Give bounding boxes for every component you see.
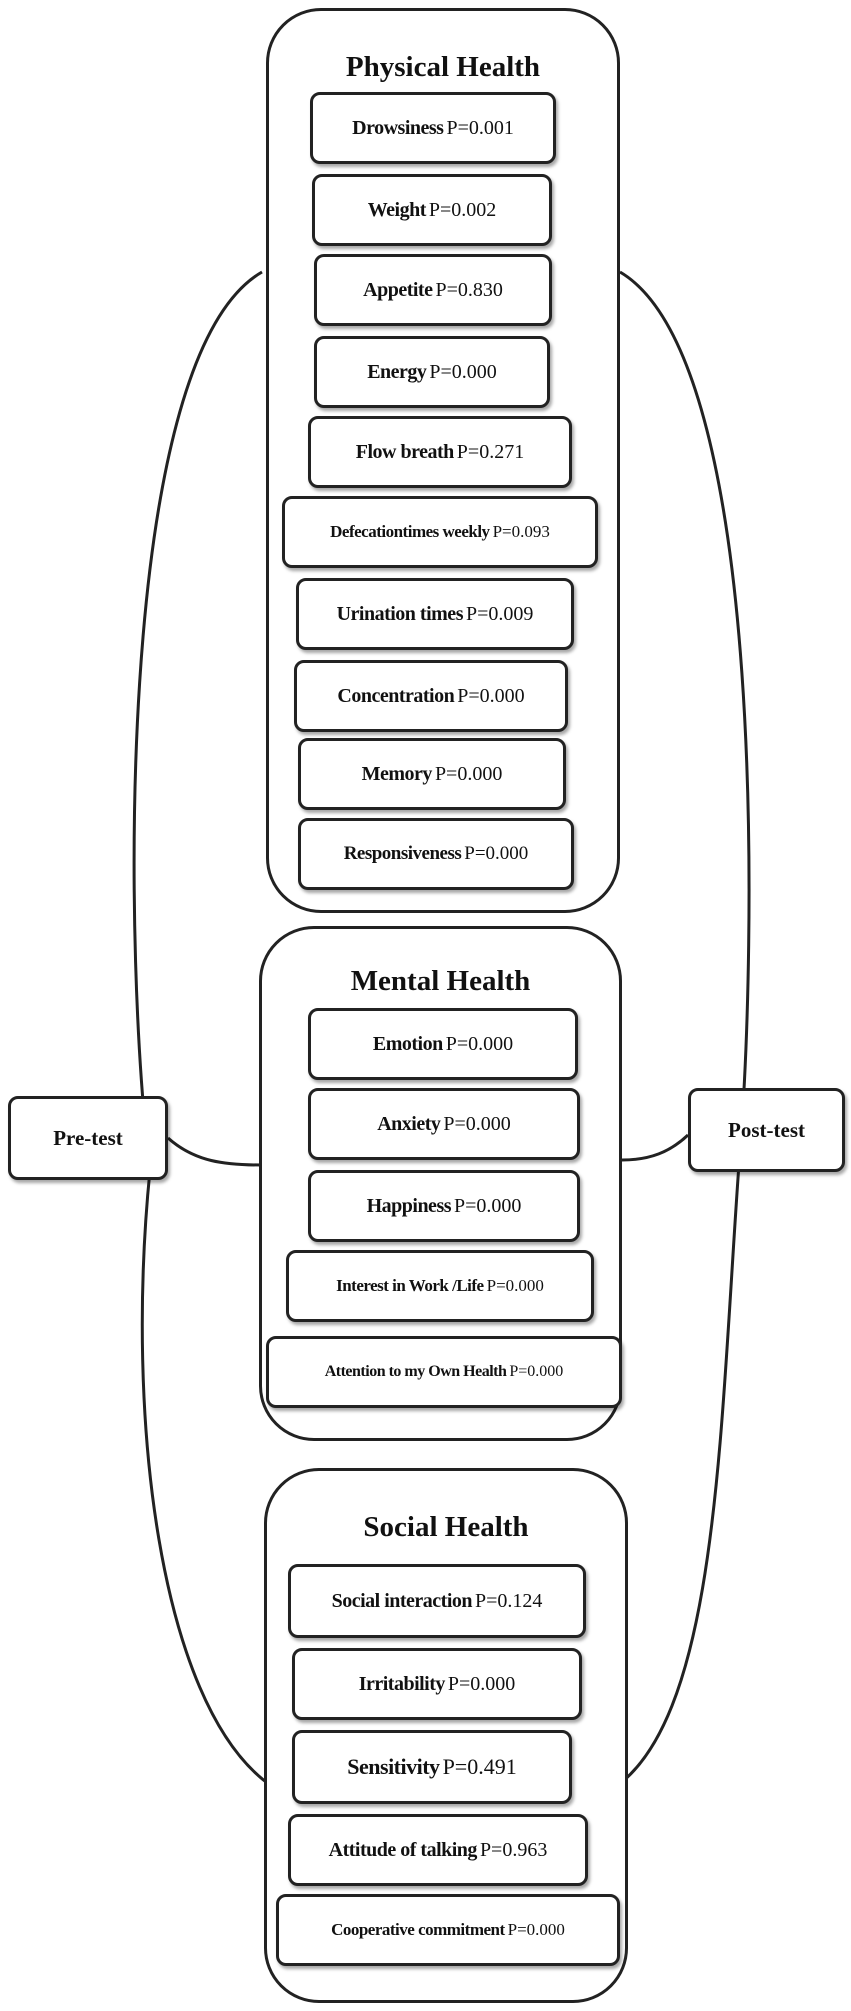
connector-pretest-physical	[132, 270, 263, 1171]
connector-posttest-mental	[621, 1133, 690, 1162]
mental-health-title: Mental Health	[350, 965, 531, 997]
physical-health-title: Physical Health	[345, 51, 541, 83]
social-health-title: Social Health	[363, 1511, 529, 1543]
connector-pretest-social	[140, 1169, 267, 1784]
pre-test-label: Pre-test	[53, 1125, 123, 1150]
post-test-box: Post-test	[688, 1088, 845, 1172]
pre-test-box: Pre-test	[8, 1096, 168, 1180]
post-test-label: Post-test	[728, 1117, 805, 1142]
connector-posttest-social	[621, 1149, 742, 1784]
connector-posttest-physical	[619, 270, 751, 1151]
connector-pretest-mental	[167, 1136, 263, 1167]
